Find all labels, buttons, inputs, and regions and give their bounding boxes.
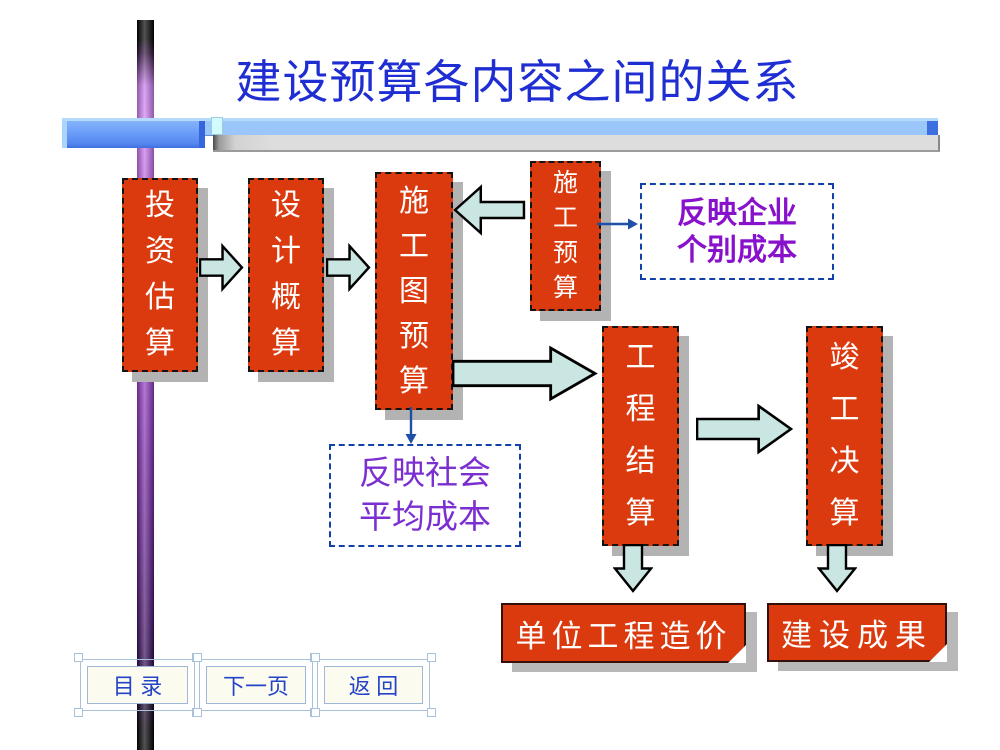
box-final-accounts-label: 竣工决算 — [829, 341, 860, 530]
nav-button-back[interactable]: 返 回 — [311, 653, 436, 717]
header-strip-blue — [205, 121, 938, 136]
box-final-accounts: 竣工决算 — [806, 326, 883, 546]
frame-corner-icon — [311, 653, 320, 662]
box-unit-project-cost: 单位工程造价 — [501, 603, 746, 663]
nav-button-next-page[interactable]: 下一页 — [193, 653, 319, 717]
note-enterprise-line1: 反映企业 — [677, 196, 797, 230]
note-social-line1: 反映社会 — [359, 455, 491, 492]
arrow-right-design-to-drawing-icon — [326, 243, 371, 292]
nav-button-next-page-label: 下一页 — [222, 674, 289, 699]
slide-title: 建设预算各内容之间的关系 — [235, 57, 800, 108]
arrow-right-settlement-to-final-icon — [696, 403, 793, 455]
box-design-estimate: 设计概算 — [248, 178, 324, 372]
frame-corner-icon — [74, 708, 83, 717]
arrow-right-drawing-to-settlement-icon — [452, 345, 598, 402]
frame-corner-icon — [193, 653, 202, 662]
connector-drawing-to-social-note-icon — [404, 407, 418, 445]
box-investment-estimate: 投资估算 — [122, 178, 198, 372]
nav-button-back-label: 返 回 — [348, 674, 399, 699]
box-construction-drawing-budget-label: 施工图预算 — [399, 184, 429, 398]
box-construction-drawing-budget: 施工图预算 — [375, 172, 453, 410]
box-design-estimate-label: 设计概算 — [271, 189, 301, 360]
frame-corner-icon — [74, 653, 83, 662]
box-construction-budget: 施工预算 — [530, 161, 601, 311]
header-strip-highlight — [62, 118, 938, 123]
note-enterprise-individual-cost: 反映企业 个别成本 — [640, 183, 834, 280]
header-strip-end-cap — [927, 121, 938, 135]
note-enterprise-line2: 个别成本 — [677, 233, 797, 267]
nav-button-toc-label: 目 录 — [112, 674, 163, 699]
note-social-line2: 平均成本 — [359, 499, 491, 536]
header-block-blue — [62, 121, 205, 148]
frame-corner-icon — [427, 708, 436, 717]
note-social-average-cost: 反映社会 平均成本 — [329, 444, 521, 547]
box-construction-result-label: 建设成果 — [781, 618, 933, 653]
header-block-cyan-square — [211, 117, 223, 135]
frame-corner-icon — [193, 708, 202, 717]
box-investment-estimate-label: 投资估算 — [145, 189, 175, 360]
arrow-left-construction-to-drawing-icon — [452, 184, 526, 236]
arrow-right-investment-to-design-icon — [199, 243, 244, 292]
frame-corner-icon — [311, 708, 320, 717]
arrow-down-final-to-result-icon — [817, 544, 857, 593]
arrow-down-settlement-to-unit-cost-icon — [613, 544, 653, 593]
box-project-settlement-label: 工程结算 — [625, 341, 656, 530]
box-unit-project-cost-label: 单位工程造价 — [515, 618, 732, 654]
nav-button-toc[interactable]: 目 录 — [74, 653, 201, 717]
box-construction-result: 建设成果 — [767, 603, 947, 662]
box-construction-budget-label: 施工预算 — [552, 170, 578, 302]
connector-construction-to-enterprise-note-icon — [597, 217, 639, 231]
header-strip-gray — [213, 135, 940, 152]
frame-corner-icon — [427, 653, 436, 662]
box-project-settlement: 工程结算 — [602, 326, 679, 546]
